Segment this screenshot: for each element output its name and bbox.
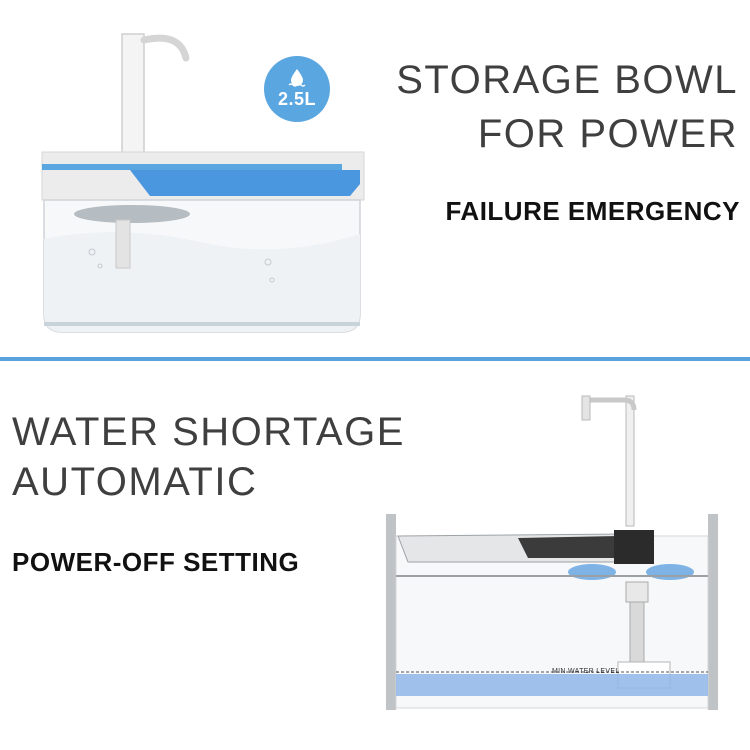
bottom-headline-line1: WATER SHORTAGE (12, 410, 405, 454)
capacity-badge: 2.5L (264, 56, 330, 122)
storage-bowl-illustration (41, 33, 365, 333)
top-headline-line1: STORAGE BOWL (396, 58, 738, 102)
min-water-level-label: MIN WATER LEVEL (552, 668, 620, 675)
bottom-subheadline: POWER-OFF SETTING (12, 547, 300, 577)
fountain-cutaway-illustration (386, 395, 718, 710)
bottom-headline-line2: AUTOMATIC (12, 460, 258, 504)
top-subheadline: FAILURE EMERGENCY (445, 196, 740, 226)
top-headline-line2: FOR POWER (477, 112, 738, 156)
section-divider (0, 357, 750, 361)
capacity-text: 2.5L (277, 89, 317, 109)
top-panel: 2.5L STORAGE BOWL FOR POWER FAILURE EMER… (0, 0, 750, 358)
water-drop-icon (288, 69, 306, 87)
